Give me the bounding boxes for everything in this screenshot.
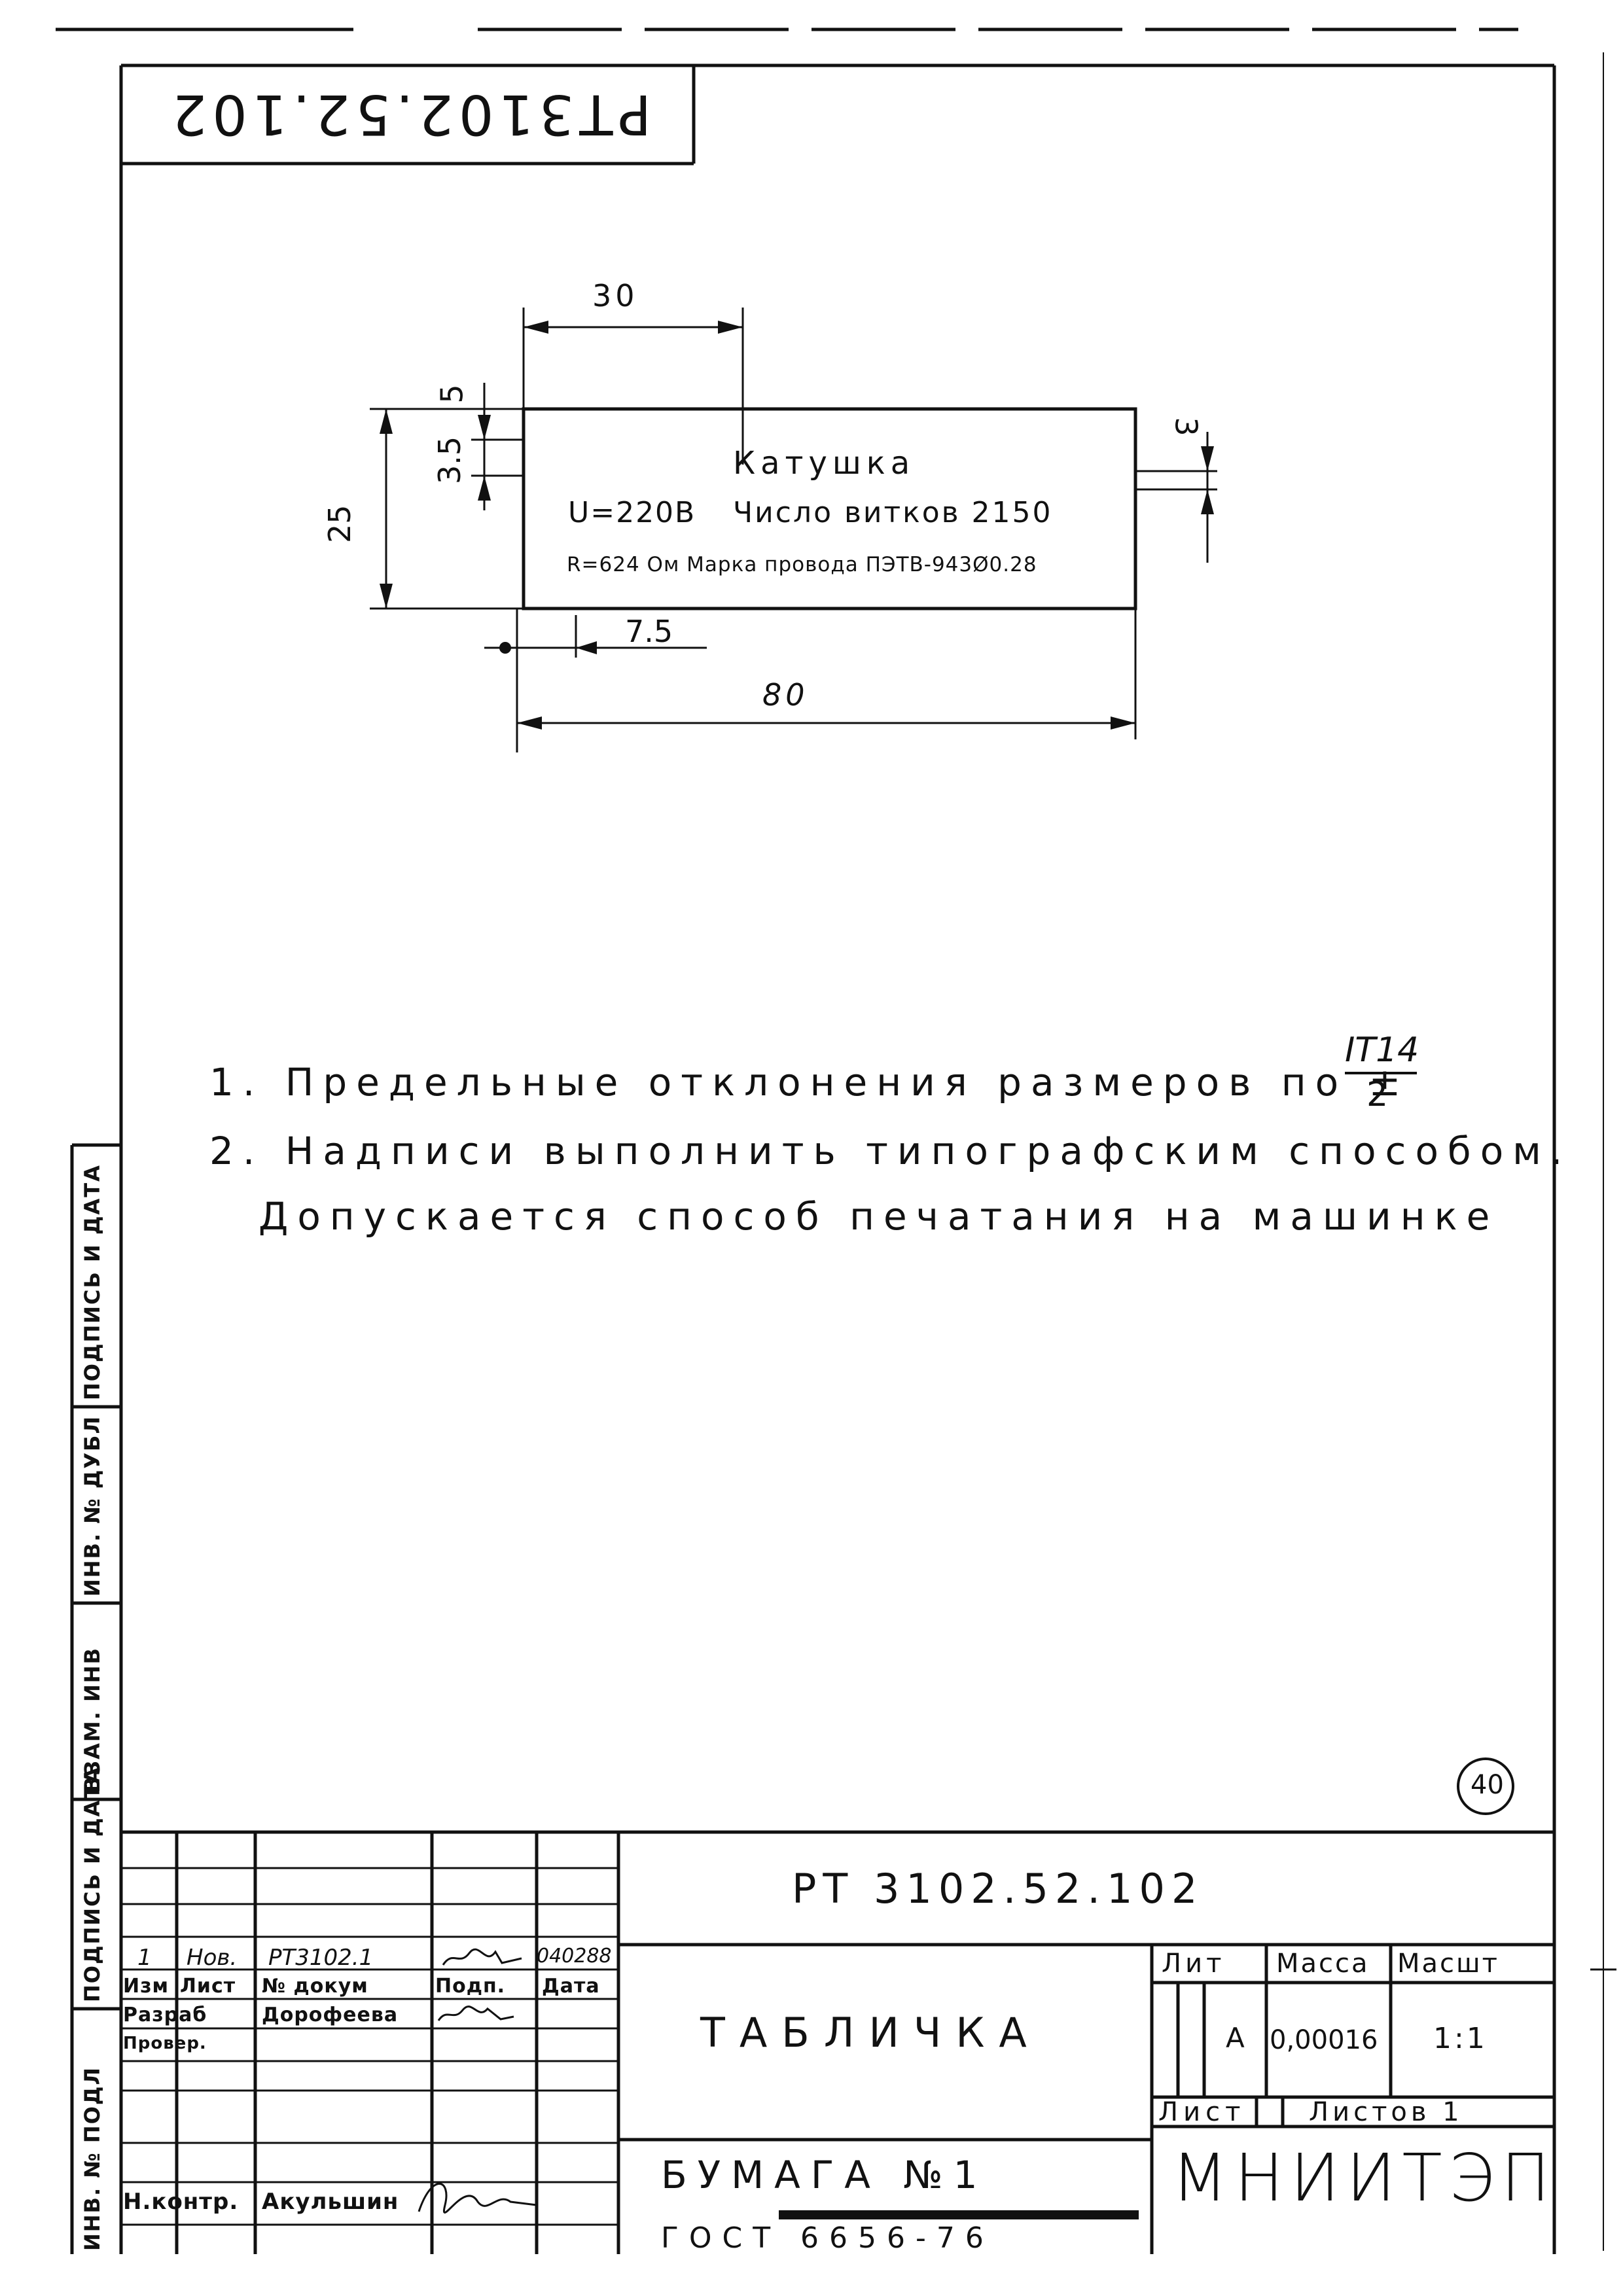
part-name: ТАБЛИЧКА [700, 2009, 1041, 2057]
dimension-80: 80 [762, 677, 809, 713]
razrab-label: Разраб [123, 2004, 207, 2026]
resistance-wire-label: R=624 Ом Марка провода ПЭТВ-943Ø0.28 [567, 553, 1037, 576]
rev-date: 040288 [537, 1945, 612, 1968]
massa-value: 0,00016 [1270, 2025, 1378, 2055]
voltage-label: U=220B [568, 496, 696, 529]
nkontr-name: Акульшин [262, 2189, 399, 2215]
nkontr-label: Н.контр. [123, 2189, 239, 2215]
header-list: Лист [180, 1975, 236, 1998]
rev-sheet: Нов. [187, 1945, 238, 1971]
header-doc-no: № докум [262, 1975, 368, 1998]
list-label: Лист [1158, 2097, 1246, 2127]
dimension-25: 25 [322, 504, 357, 543]
masshtab-value: 1:1 [1433, 2022, 1488, 2055]
dimension-3-5: 3.5 [432, 436, 467, 484]
dimension-30: 30 [592, 278, 639, 313]
lit-label: Лит [1162, 1949, 1226, 1979]
side-stamp-inv-podl: ИНВ. № ПОДЛ [80, 2066, 105, 2251]
document-code-top: PT3102.52.102 [166, 82, 652, 147]
lit-value: А [1226, 2022, 1245, 2054]
listov-label: Листов 1 [1309, 2097, 1463, 2127]
note-1-fraction-numerator: IT14 [1345, 1031, 1419, 1070]
designation: PT 3102.52.102 [792, 1865, 1204, 1913]
header-date: Дата [542, 1975, 600, 1998]
material: БУМАГА №1 [661, 2153, 988, 2197]
part-title: Катушка [733, 445, 916, 482]
note-1: 1. Предельные отклонения размеров по ± [209, 1060, 1410, 1104]
side-stamp-podpis-data-top: ПОДПИСЬ И ДАТА [80, 1164, 105, 1400]
organization: МНИИТЭП [1171, 2140, 1557, 2216]
dimension-3: 3 [1168, 417, 1204, 436]
side-stamp-podpis-data-bottom: ПОДПИСЬ И ДАТА [80, 1766, 105, 2002]
dimension-5: 5 [434, 384, 470, 404]
dimension-7-5: 7.5 [625, 614, 673, 649]
header-izm: Изм [123, 1975, 169, 1998]
side-stamp-inv-dubl: ИНВ. № ДУБЛ [80, 1415, 105, 1597]
massa-label: Масса [1276, 1949, 1370, 1979]
turns-label: Число витков 2150 [733, 496, 1053, 529]
note-1-fraction-denominator: 2 [1366, 1075, 1389, 1114]
header-signature: Подп. [435, 1975, 506, 1998]
rev-signature [440, 1947, 525, 1970]
rev-change-no: 1 [137, 1945, 152, 1971]
rev-doc-no: PT3102.1 [268, 1945, 374, 1971]
masshtab-label: Масшт [1397, 1949, 1499, 1979]
note-2: 2. Надписи выполнить типографским способ… [209, 1129, 1572, 1173]
note-3: Допускается способ печатания на машинке [259, 1194, 1499, 1239]
razrab-signature [435, 2002, 520, 2026]
material-standard: ГОСТ 6656-76 [661, 2221, 994, 2251]
razrab-name: Дорофеева [262, 2004, 399, 2026]
page-mark: 40 [1471, 1770, 1504, 1800]
prover-label: Провер. [123, 2034, 207, 2053]
nkontr-signature [406, 2166, 550, 2225]
